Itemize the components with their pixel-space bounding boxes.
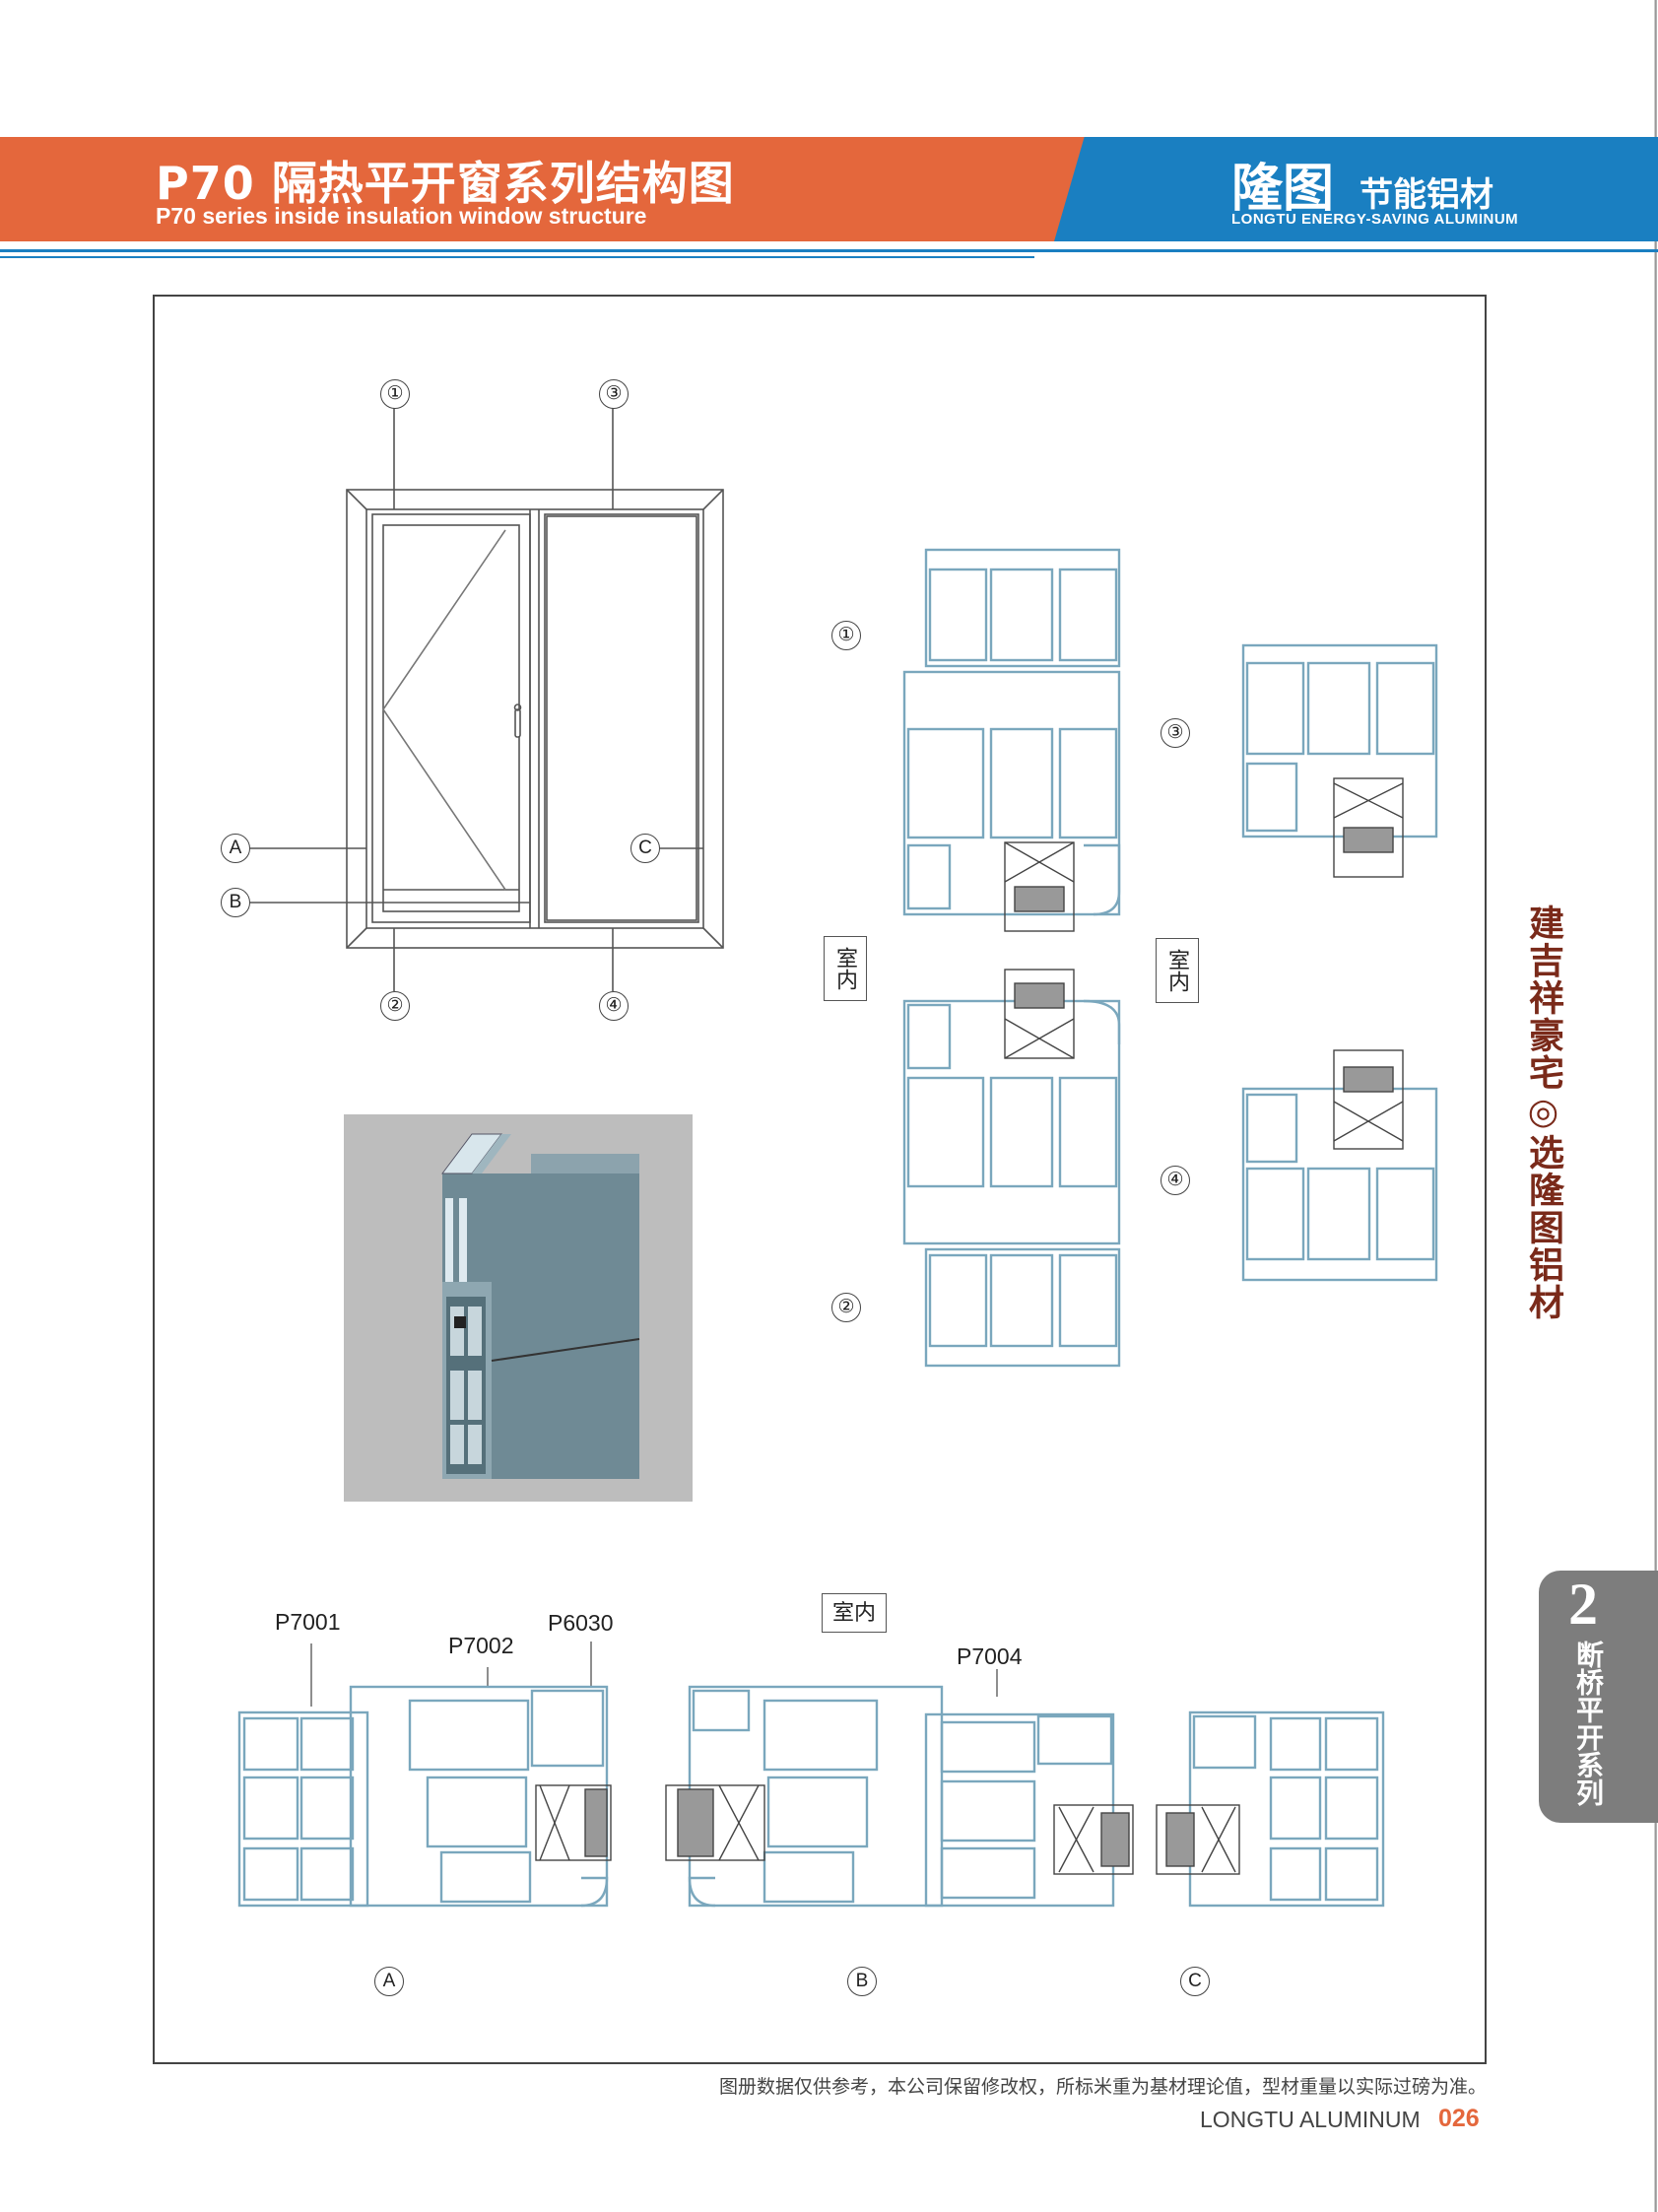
section-marker-2: ② xyxy=(831,1293,861,1322)
elevation-letter-c: C xyxy=(630,834,660,863)
brand-logo: 隆图 xyxy=(1231,160,1335,219)
profile-code-p6030: P6030 xyxy=(548,1610,614,1636)
profile-3d-render xyxy=(344,1114,693,1502)
header-rule-2 xyxy=(0,256,1034,258)
page-number: 026 xyxy=(1438,2105,1480,2132)
series-tab[interactable] xyxy=(1539,1571,1658,1823)
indoor-label-right: 室内 xyxy=(1156,938,1199,1003)
elevation-marker-3: ③ xyxy=(599,379,629,409)
content-frame xyxy=(153,295,1487,2064)
indoor-label-left: 室内 xyxy=(824,936,867,1001)
elevation-letter-a: A xyxy=(221,834,250,863)
section-letter-a: A xyxy=(374,1967,404,1996)
brand-english: LONGTU ENERGY-SAVING ALUMINUM xyxy=(1231,211,1519,228)
header-orange-band xyxy=(0,137,1148,241)
header-blue-band xyxy=(1054,137,1658,241)
indoor-label-bottom: 室内 xyxy=(822,1593,887,1633)
footer-disclaimer: 图册数据仅供参考，本公司保留修改权，所标米重为基材理论值，型材重量以实际过磅为准… xyxy=(719,2077,1488,2098)
page-title: P70 隔热平开窗系列结构图 xyxy=(156,157,735,210)
side-slogan: 建吉祥豪宅◎选隆图铝材 xyxy=(1523,905,1563,1321)
series-tab-label: 断桥平开系列 xyxy=(1572,1641,1605,1806)
footer-brand: LONGTU ALUMINUM xyxy=(1200,2107,1421,2132)
profile-code-p7002: P7002 xyxy=(448,1633,514,1658)
series-tab-number: 2 xyxy=(1568,1572,1598,1637)
section-letter-c: C xyxy=(1180,1967,1210,1996)
section-marker-1: ① xyxy=(831,621,861,650)
header-rule xyxy=(0,249,1658,252)
profile-code-p7004: P7004 xyxy=(957,1643,1023,1669)
elevation-marker-1: ① xyxy=(380,379,410,409)
section-marker-3: ③ xyxy=(1161,718,1190,748)
page-subtitle: P70 series inside insulation window stru… xyxy=(156,203,647,229)
brand-tagline: 节能铝材 xyxy=(1360,175,1493,215)
elevation-marker-4: ④ xyxy=(599,991,629,1021)
section-letter-b: B xyxy=(847,1967,877,1996)
profile-code-p7001: P7001 xyxy=(275,1609,341,1635)
section-marker-4: ④ xyxy=(1161,1166,1190,1195)
elevation-letter-b: B xyxy=(221,888,250,917)
elevation-marker-2: ② xyxy=(380,991,410,1021)
